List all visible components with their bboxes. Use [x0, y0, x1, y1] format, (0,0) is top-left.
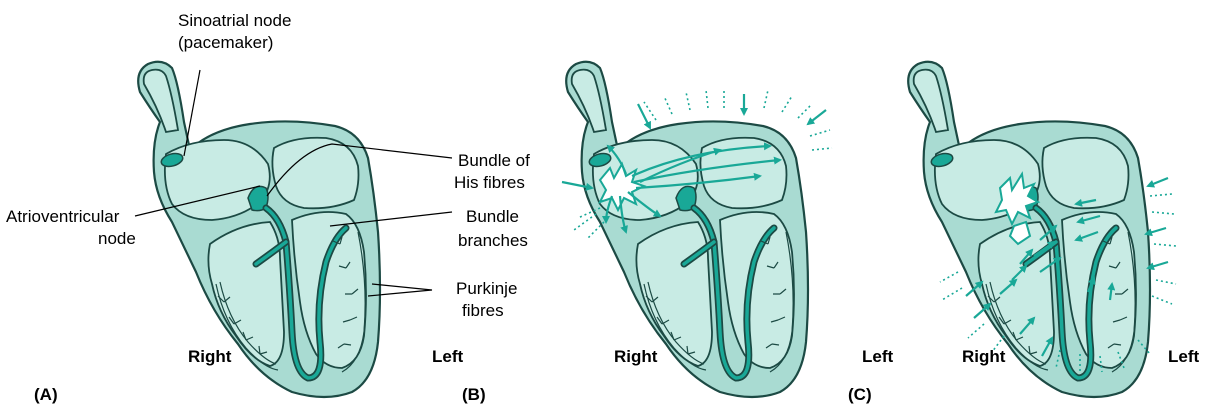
bundle-his-label-2: His fibres — [454, 173, 525, 192]
panel-a: Sinoatrial node (pacemaker) Bundle of Hi… — [6, 11, 530, 404]
purkinje-label-2: fibres — [462, 301, 504, 320]
heart-diagram-b — [566, 62, 808, 397]
sa-node-label-1: Sinoatrial node — [178, 11, 291, 30]
panel-c-id-label: (C) — [848, 385, 872, 404]
panel-b-left-label: Left — [862, 347, 894, 366]
panel-a-left-label: Left — [432, 347, 464, 366]
panel-a-right-label: Right — [188, 347, 232, 366]
panel-b-right-label: Right — [614, 347, 658, 366]
panel-a-id-label: (A) — [34, 385, 58, 404]
bundle-his-label-1: Bundle of — [458, 151, 530, 170]
purkinje-label-1: Purkinje — [456, 279, 517, 298]
heart-diagram-a — [138, 62, 380, 397]
av-node-label-1: Atrioventricular — [6, 207, 120, 226]
panel-b-id-label: (B) — [462, 385, 486, 404]
sa-node-label-2: (pacemaker) — [178, 33, 273, 52]
panel-c: Right Left (C) — [848, 62, 1200, 404]
panel-c-left-label: Left — [1168, 347, 1200, 366]
panel-c-right-label: Right — [962, 347, 1006, 366]
bundle-branches-label-2: branches — [458, 231, 528, 250]
av-node-label-2: node — [98, 229, 136, 248]
bundle-branches-label-1: Bundle — [466, 207, 519, 226]
